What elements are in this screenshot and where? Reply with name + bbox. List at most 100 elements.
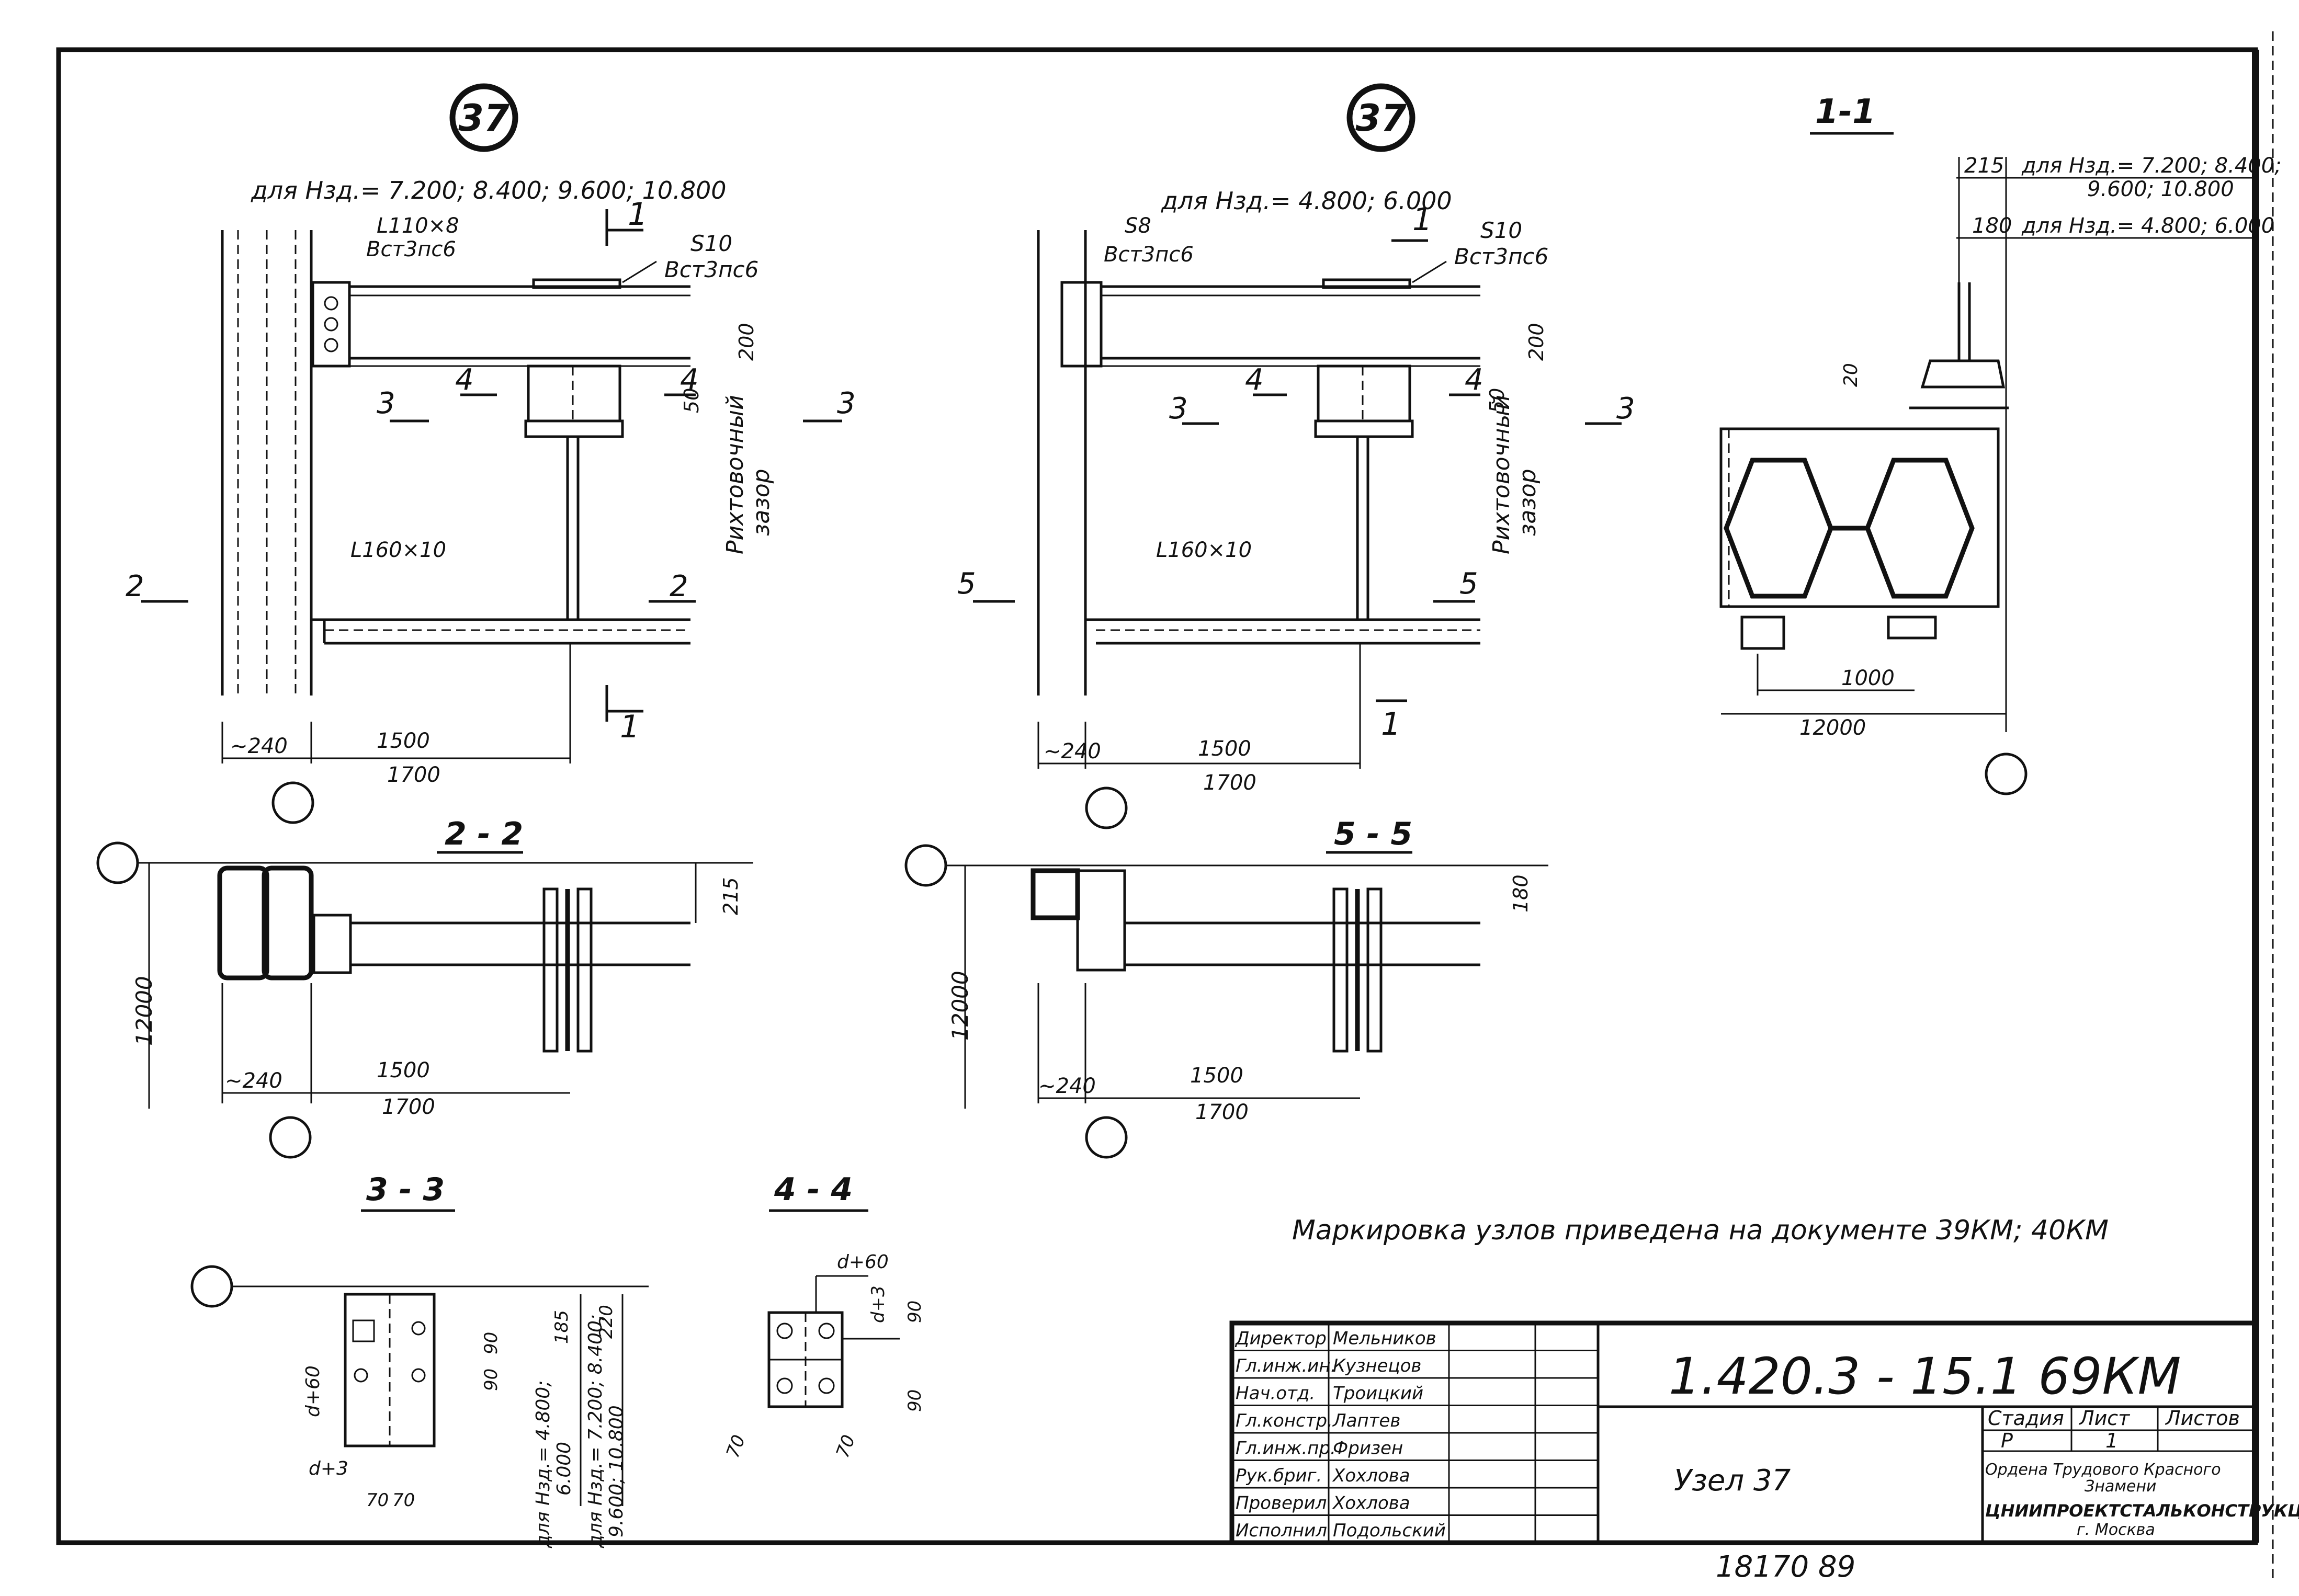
plate-left-label: S8 — [1125, 214, 1151, 238]
title-block-name: Мельников — [1333, 1328, 1436, 1349]
cut-3-label-b: 3 — [1616, 392, 1635, 426]
title-block-role: Проверил — [1236, 1493, 1327, 1514]
dim-180: 180 — [1509, 874, 1532, 913]
section-title: 4 - 4 — [774, 1171, 853, 1208]
gap-label-2: зазор — [1514, 469, 1541, 536]
inventory-number: 18170 89 — [1716, 1550, 1855, 1584]
cut-5-label-b: 5 — [1459, 567, 1478, 601]
cut-4-label-b: 4 — [1465, 363, 1483, 397]
cut-4-label: 4 — [1245, 363, 1264, 397]
axis-marker — [96, 841, 139, 884]
dim-d3: d+3 — [309, 1458, 348, 1479]
title-block-name: Кузнецов — [1333, 1355, 1421, 1376]
note-b1: для Нзд.= 7.200; 8.400; — [585, 1314, 606, 1548]
node-left-elevation: 37 для Нзд.= 7.200; 8.400; 9.600; 10.800… — [126, 83, 856, 824]
drawing-code: 1.420.3 - 15.1 69КМ — [1669, 1347, 2181, 1406]
axis-marker — [190, 1265, 233, 1308]
org-line-1: Ордена Трудового Красного — [1985, 1461, 2221, 1479]
dim-240: ~240 — [1038, 1074, 1096, 1098]
dim-90b: 90 — [904, 1389, 925, 1412]
dim-240: ~240 — [225, 1069, 282, 1093]
note-215-a: для Нзд.= 7.200; 8.400; — [2021, 154, 2282, 178]
note-b2: 9.600; 10.800 — [606, 1405, 627, 1537]
title-block-role: Рук.бриг. — [1236, 1465, 1322, 1486]
dim-215: 215 — [1964, 154, 2004, 178]
dim-240: ~240 — [230, 734, 288, 758]
org-line-2: Знамени — [2085, 1477, 2156, 1496]
plate-steel: Вст3пс6 — [1454, 244, 1548, 269]
dim-1500: 1500 — [377, 729, 430, 753]
sheet-frame — [56, 31, 2274, 1579]
node-number: 37 — [1355, 97, 1407, 140]
title-block-role: Гл.инж.пр. — [1236, 1438, 1336, 1459]
cut-1-label-b: 1 — [620, 709, 640, 745]
axis-marker — [1085, 1116, 1128, 1159]
dim-70b: 70 — [832, 1432, 859, 1461]
plate-label: S10 — [1480, 218, 1522, 243]
dim-220: 220 — [596, 1305, 617, 1339]
dim-1700: 1700 — [1195, 1100, 1249, 1124]
section-1-1: 1-1 215 для Нзд.= 7.200; 8.400; 9.600; 1… — [1719, 93, 2282, 795]
node-number-circle — [1346, 83, 1415, 152]
dim-20: 20 — [1840, 363, 1862, 387]
axis-marker — [904, 844, 947, 887]
angle-bottom-label: L160×10 — [1156, 538, 1252, 562]
gap-label: Рихтовочный — [1488, 395, 1515, 554]
cut-4-label-b: 4 — [680, 363, 699, 397]
angle-top-label: L110×8 — [377, 214, 459, 238]
cut-5-label: 5 — [957, 567, 976, 601]
dim-1700: 1700 — [382, 1095, 435, 1119]
title-block-role: Гл.констр. — [1236, 1410, 1333, 1431]
cut-2-label: 2 — [126, 569, 144, 603]
dim-200: 200 — [1525, 323, 1548, 361]
dim-215: 215 — [719, 877, 742, 915]
cut-2-label-b: 2 — [670, 569, 688, 603]
dim-90a: 90 — [904, 1301, 925, 1323]
cut-3-label: 3 — [1169, 392, 1188, 426]
node-right-elevation: 37 для Нзд.= 4.800; 6.000 S8 Вст3пс6 S10… — [957, 83, 1635, 829]
dim-1500: 1500 — [377, 1058, 430, 1082]
section-2-2: 2 - 2 12000 215 ~240 1500 1700 — [96, 816, 753, 1159]
dim-90b: 90 — [481, 1369, 502, 1391]
note-180: для Нзд.= 4.800; 6.000 — [2021, 214, 2274, 238]
drawing-name: Узел 37 — [1674, 1464, 1791, 1498]
plate-label: S10 — [690, 231, 732, 256]
angle-bottom-label: L160×10 — [350, 538, 446, 562]
title-block-name: Троицкий — [1333, 1383, 1423, 1404]
dim-1700: 1700 — [387, 763, 440, 787]
sheet-value: 1 — [2105, 1429, 2118, 1452]
cut-3-label-b: 3 — [837, 386, 856, 420]
title-block-role: Директор — [1235, 1328, 1327, 1349]
dim-185: 185 — [551, 1310, 572, 1344]
cut-4-label: 4 — [455, 363, 474, 397]
dim-50: 50 — [1486, 388, 1509, 413]
note-a2: 6.000 — [553, 1442, 575, 1496]
dim-70a: 70 — [366, 1490, 389, 1511]
cut-1-label: 1 — [1412, 201, 1432, 238]
org-line-3: ЦНИИПРОЕКТСТАЛЬКОНСТРУКЦИЯ — [1985, 1501, 2299, 1521]
dim-50: 50 — [680, 388, 703, 413]
title-block-role: Гл.инж.ин. — [1236, 1355, 1336, 1376]
dim-240: ~240 — [1044, 739, 1101, 763]
angle-top-steel: Вст3пс6 — [366, 237, 456, 261]
marking-note: Маркировка узлов приведена на документе … — [1292, 1215, 2109, 1246]
plate-steel: Вст3пс6 — [664, 257, 758, 282]
dim-d60: d+60 — [302, 1365, 324, 1417]
section-5-5: 5 - 5 12000 180 ~240 1500 1700 — [904, 816, 1548, 1159]
stage-header: Стадия — [1988, 1407, 2064, 1430]
dim-70a: 70 — [722, 1432, 750, 1461]
dim-d3: d+3 — [868, 1285, 889, 1323]
heights-note: для Нзд.= 4.800; 6.000 — [1161, 187, 1452, 215]
node-number: 37 — [458, 97, 509, 140]
cut-1-label-b: 1 — [1381, 706, 1401, 743]
org-line-4: г. Москва — [2077, 1521, 2155, 1539]
dim-12000: 12000 — [947, 971, 973, 1041]
dim-1700: 1700 — [1203, 771, 1256, 795]
stage-value: Р — [2001, 1429, 2013, 1452]
title-block-name: Подольский — [1333, 1520, 1446, 1541]
section-title: 2 - 2 — [445, 816, 523, 852]
dim-200: 200 — [735, 323, 758, 361]
